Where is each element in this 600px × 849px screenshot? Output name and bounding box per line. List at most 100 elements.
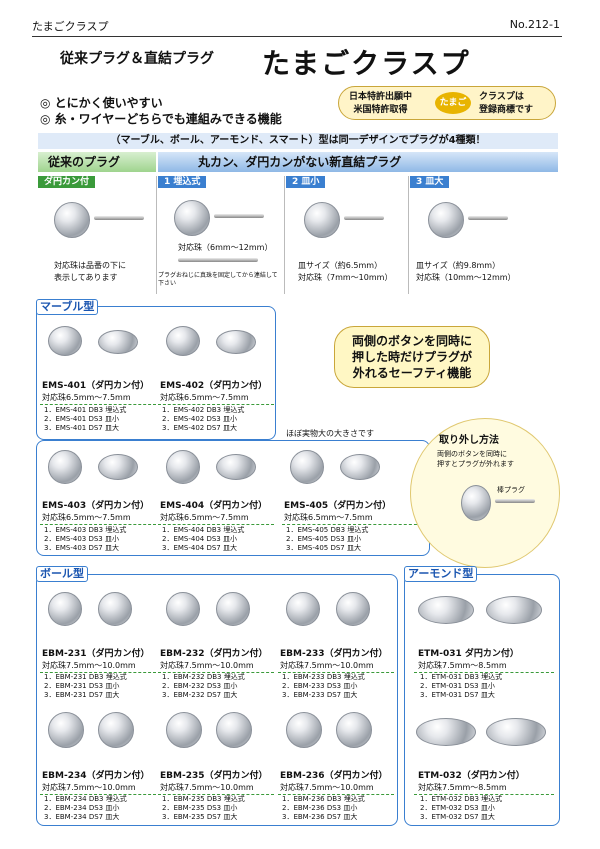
plug-row: ダ円カン付 対応珠は品番の下に 表示してあります 1 埋込式 対応珠（6mm〜1… xyxy=(38,176,558,294)
bead-icon xyxy=(336,712,372,748)
product-list-3: 3．EMS-405 DS7 皿大 xyxy=(286,544,361,552)
product-list-3: 3．EBM-232 DS7 皿大 xyxy=(162,691,238,699)
bead-icon xyxy=(418,596,474,624)
callout-line1: 両側のボタンを同時に xyxy=(351,334,472,348)
divider xyxy=(158,524,274,525)
patent-line1: 日本特許出願中 xyxy=(349,92,413,102)
safety-callout: 両側のボタンを同時に 押した時だけプラグが 外れるセーフティ機能 xyxy=(334,326,490,388)
product-list-1: 1．EBM-235 DB3 埋込式 xyxy=(162,795,245,803)
bead-icon xyxy=(486,596,542,624)
divider xyxy=(414,672,554,673)
divider xyxy=(408,176,409,294)
bead-icon xyxy=(428,202,464,238)
product-list-2: 2．EBM-233 DS3 皿小 xyxy=(282,682,358,690)
removal-desc1: 両側のボタンを同時に xyxy=(437,450,507,458)
patent-line3: クラスプは xyxy=(479,92,524,102)
product-range: 対応珠7.5mm〜10.0mm xyxy=(160,661,254,670)
product-list-3: 3．EMS-402 DS7 皿大 xyxy=(162,424,237,432)
product-range: 対応珠6.5mm〜7.5mm xyxy=(160,513,249,522)
product-list-2: 2．EMS-403 DS3 皿小 xyxy=(44,535,119,543)
ball-title: ボール型 xyxy=(36,566,88,582)
product-range: 対応珠6.5mm〜7.5mm xyxy=(42,393,131,402)
header-brand: たまごクラスプ xyxy=(32,20,109,33)
ball-frame xyxy=(36,574,398,826)
product-name: EBM-235（ダ円カン付） xyxy=(160,771,268,781)
divider xyxy=(284,176,285,294)
bead-icon xyxy=(304,202,340,238)
divider xyxy=(40,524,156,525)
product-list-1: 1．EBM-233 DB3 埋込式 xyxy=(282,673,365,681)
product-list-1: 1．EBM-232 DB3 埋込式 xyxy=(162,673,245,681)
product-range: 対応珠7.5mm〜10.0mm xyxy=(42,661,136,670)
plug-2-text1: 皿サイズ（約6.5mm） xyxy=(298,261,383,270)
product-range: 対応珠6.5mm〜7.5mm xyxy=(284,513,373,522)
product-list-2: 2．EBM-236 DS3 皿小 xyxy=(282,804,358,812)
plug-0-text1: 対応珠は品番の下に xyxy=(54,261,126,270)
product-list-1: 1．EMS-404 DB3 埋込式 xyxy=(162,526,245,534)
divider xyxy=(414,794,554,795)
plug-tab-1: 1 埋込式 xyxy=(158,176,207,188)
bead-icon xyxy=(166,326,200,356)
plug-tab-0: ダ円カン付 xyxy=(38,176,96,188)
divider xyxy=(158,404,274,405)
product-list-2: 2．EMS-402 DS3 皿小 xyxy=(162,415,237,423)
product-list-2: 2．EBM-235 DS3 皿小 xyxy=(162,804,238,812)
product-name: ETM-031 ダ円カン付） xyxy=(418,649,519,659)
page-title: たまごクラスプ xyxy=(262,47,471,80)
product-list-2: 2．ETM-032 DS3 皿小 xyxy=(420,804,495,812)
bead-icon xyxy=(416,718,476,746)
bead-icon xyxy=(216,330,256,354)
bead-icon xyxy=(98,330,138,354)
callout-line2: 押した時だけプラグが xyxy=(351,350,472,364)
bead-icon xyxy=(166,592,200,626)
product-list-2: 2．EMS-401 DS3 皿小 xyxy=(44,415,119,423)
product-name: EBM-233（ダ円カン付） xyxy=(280,649,388,659)
bead-icon xyxy=(216,712,252,748)
bead-icon xyxy=(166,712,202,748)
bead-icon xyxy=(290,450,324,484)
product-name: ETM-032（ダ円カン付） xyxy=(418,771,525,781)
plug-tab-3: 3 皿大 xyxy=(410,176,450,188)
product-list-2: 2．EMS-404 DS3 皿小 xyxy=(162,535,237,543)
bead-icon xyxy=(486,718,546,746)
product-name: EMS-403（ダ円カン付） xyxy=(42,501,150,511)
product-list-3: 3．ETM-031 DS7 皿大 xyxy=(420,691,495,699)
patent-line2: 米国特許取得 xyxy=(353,105,408,115)
product-list-1: 1．ETM-032 DB3 埋込式 xyxy=(420,795,503,803)
plug-icon xyxy=(94,216,144,220)
product-list-2: 2．EBM-234 DS3 皿小 xyxy=(44,804,120,812)
divider xyxy=(40,672,156,673)
product-range: 対応珠6.5mm〜7.5mm xyxy=(42,513,131,522)
divider xyxy=(158,672,274,673)
product-range: 対応珠7.5mm〜10.0mm xyxy=(160,783,254,792)
header-rule xyxy=(32,36,562,37)
design-note: （マーブル、ボール、アーモンド、スマート）型は同一デザインでプラグが4種類！ xyxy=(38,133,558,149)
removal-plug-label: 棒プラグ xyxy=(497,486,525,494)
bead-icon xyxy=(48,712,84,748)
product-list-1: 1．EBM-231 DB3 埋込式 xyxy=(44,673,127,681)
bead-icon xyxy=(340,454,380,480)
plug-icon xyxy=(178,258,258,262)
product-list-3: 3．EBM-233 DS7 皿大 xyxy=(282,691,358,699)
product-name: EBM-234（ダ円カン付） xyxy=(42,771,150,781)
product-list-3: 3．ETM-032 DS7 皿大 xyxy=(420,813,495,821)
product-name: EMS-404（ダ円カン付） xyxy=(160,501,268,511)
marble-title: マーブル型 xyxy=(36,299,99,315)
bead-icon xyxy=(98,454,138,480)
product-list-2: 2．EBM-231 DS3 皿小 xyxy=(44,682,120,690)
divider xyxy=(278,672,394,673)
old-plug-band: 従来のプラグ xyxy=(38,152,156,172)
plug-2-text2: 対応珠（7mm〜10mm） xyxy=(298,273,393,282)
removal-info: 取り外し方法 両側のボタンを同時に 押すとプラグが外れます 棒プラグ xyxy=(410,418,560,568)
product-range: 対応珠6.5mm〜7.5mm xyxy=(160,393,249,402)
divider xyxy=(278,794,394,795)
page-number: No.212-1 xyxy=(509,18,560,31)
bead-icon xyxy=(98,592,132,626)
bead-icon xyxy=(216,454,256,480)
divider xyxy=(156,176,157,294)
bead-icon xyxy=(336,592,370,626)
product-name: EMS-405（ダ円カン付） xyxy=(284,501,392,511)
product-name: EBM-236（ダ円カン付） xyxy=(280,771,388,781)
product-list-2: 2．EMS-405 DS3 皿小 xyxy=(286,535,361,543)
bead-icon xyxy=(48,326,82,356)
